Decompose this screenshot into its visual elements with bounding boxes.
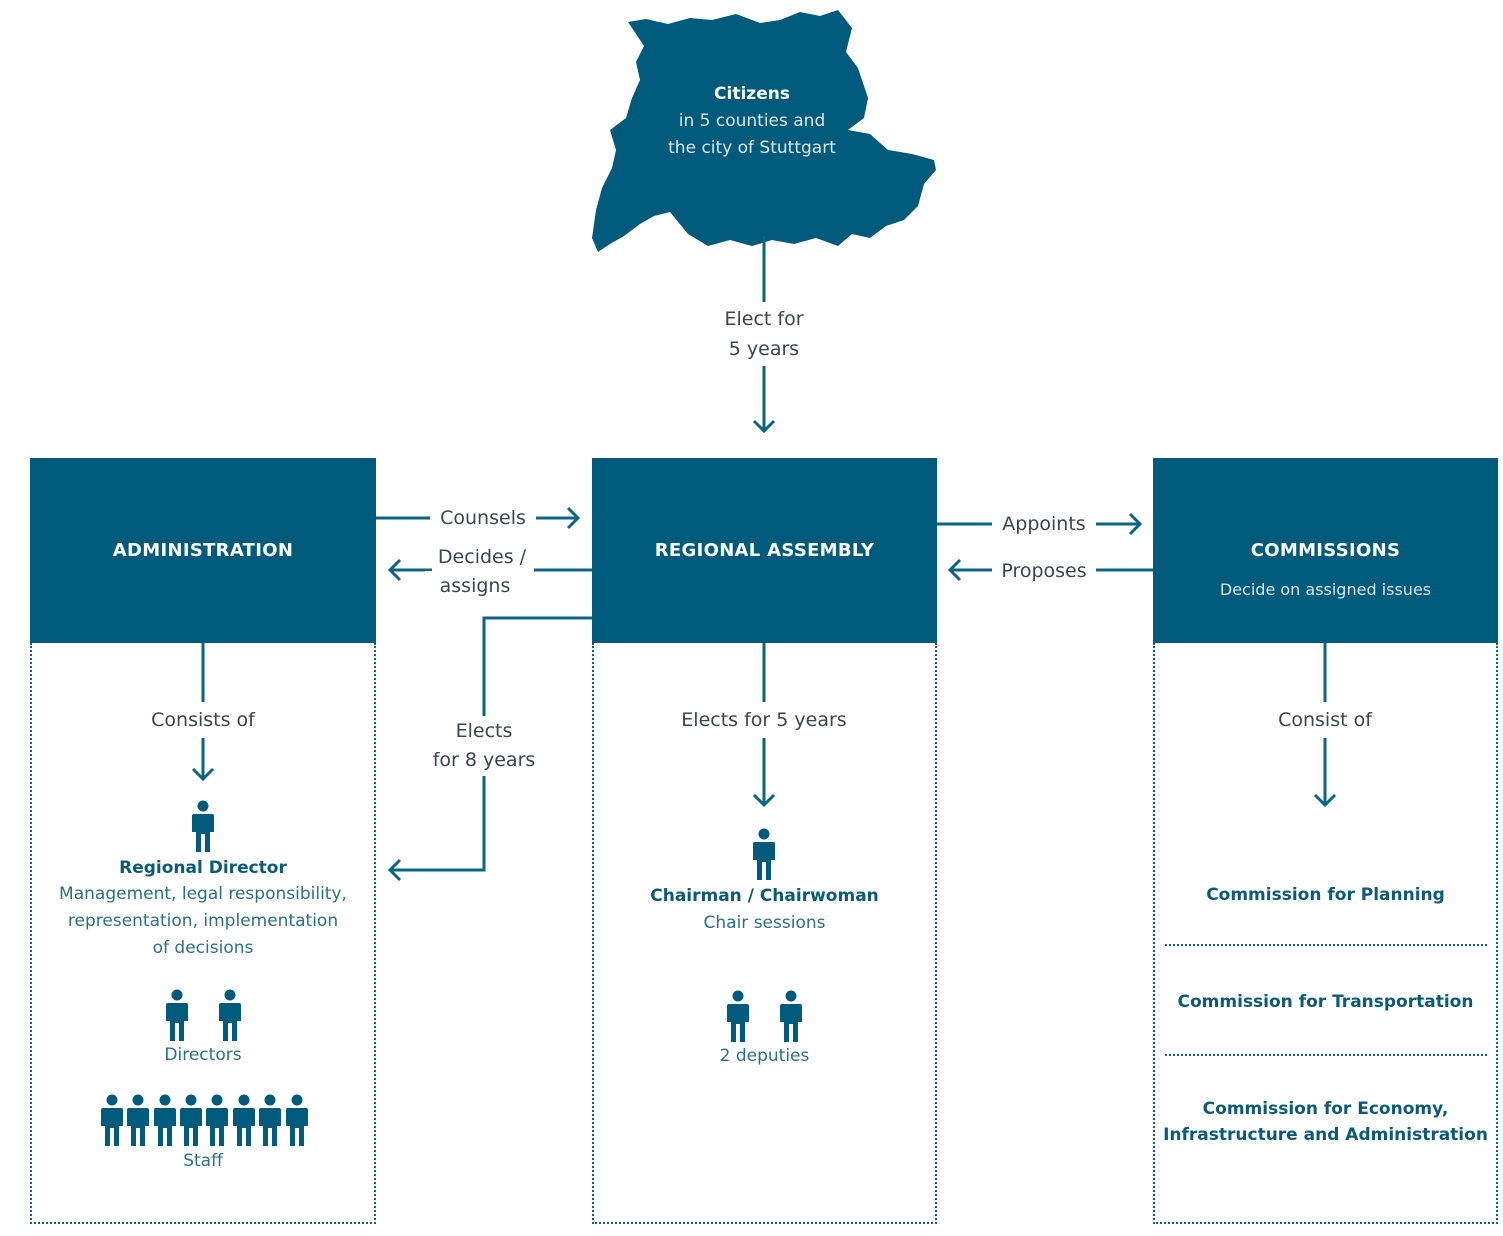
commission-planning: Commission for Planning — [1155, 882, 1496, 908]
counsels-label: Counsels — [432, 503, 534, 533]
regional-director-desc-1: Management, legal responsibility, — [59, 884, 347, 904]
proposes-label: Proposes — [994, 556, 1094, 586]
commission-divider-1 — [1165, 944, 1487, 946]
assembly-panel — [592, 643, 937, 1224]
regional-director-desc-2: representation, implementation — [67, 911, 339, 931]
commission-economy: Commission for Economy, Infrastructure a… — [1155, 1096, 1496, 1148]
assembly-title: REGIONAL ASSEMBLY — [654, 540, 875, 561]
regional-director-desc-3: of decisions — [152, 938, 254, 958]
region-map-icon — [592, 10, 936, 252]
deputies-label: 2 deputies — [719, 1046, 810, 1066]
elects-label-2: for 8 years — [414, 745, 554, 775]
assembly-box: REGIONAL ASSEMBLY — [592, 458, 937, 643]
administration-box: ADMINISTRATION — [30, 458, 376, 643]
chair-name: Chairman / Chairwoman — [650, 886, 879, 906]
chair-desc: Chair sessions — [703, 913, 826, 933]
citizens-line-2: the city of Stuttgart — [668, 138, 836, 158]
admin-consists-label: Consists of — [133, 705, 273, 735]
appoints-label: Appoints — [994, 509, 1094, 539]
citizens-title: Citizens — [714, 84, 790, 104]
elects-label-1: Elects — [424, 716, 544, 746]
staff-label: Staff — [183, 1151, 223, 1171]
decides-label-2: assigns — [425, 571, 525, 601]
commission-economy-line-1: Commission for Economy, — [1202, 1099, 1449, 1119]
commissions-subtitle: Decide on assigned issues — [1219, 580, 1432, 599]
commission-economy-line-2: Infrastructure and Administration — [1163, 1125, 1488, 1145]
regional-director-name: Regional Director — [119, 858, 287, 878]
directors-label: Directors — [164, 1045, 242, 1065]
decides-label-1: Decides / — [432, 542, 532, 572]
commissions-title: COMMISSIONS — [1250, 540, 1401, 561]
commission-transportation-line-1: Commission for Transportation — [1177, 992, 1474, 1012]
commissions-box: COMMISSIONS Decide on assigned issues — [1153, 458, 1498, 643]
administration-title: ADMINISTRATION — [112, 540, 294, 561]
elect-citizens-line-1: Elect for — [704, 304, 824, 334]
commission-divider-2 — [1165, 1054, 1487, 1056]
commission-planning-line-1: Commission for Planning — [1206, 885, 1445, 905]
commissions-panel — [1153, 643, 1498, 1224]
elect-citizens-line-2: 5 years — [704, 334, 824, 364]
citizens-line-1: in 5 counties and — [678, 111, 826, 131]
commissions-consist-label: Consist of — [1255, 705, 1395, 735]
assembly-elects-label: Elects for 5 years — [664, 705, 864, 735]
administration-panel — [30, 643, 376, 1224]
commission-transportation: Commission for Transportation — [1155, 989, 1496, 1015]
